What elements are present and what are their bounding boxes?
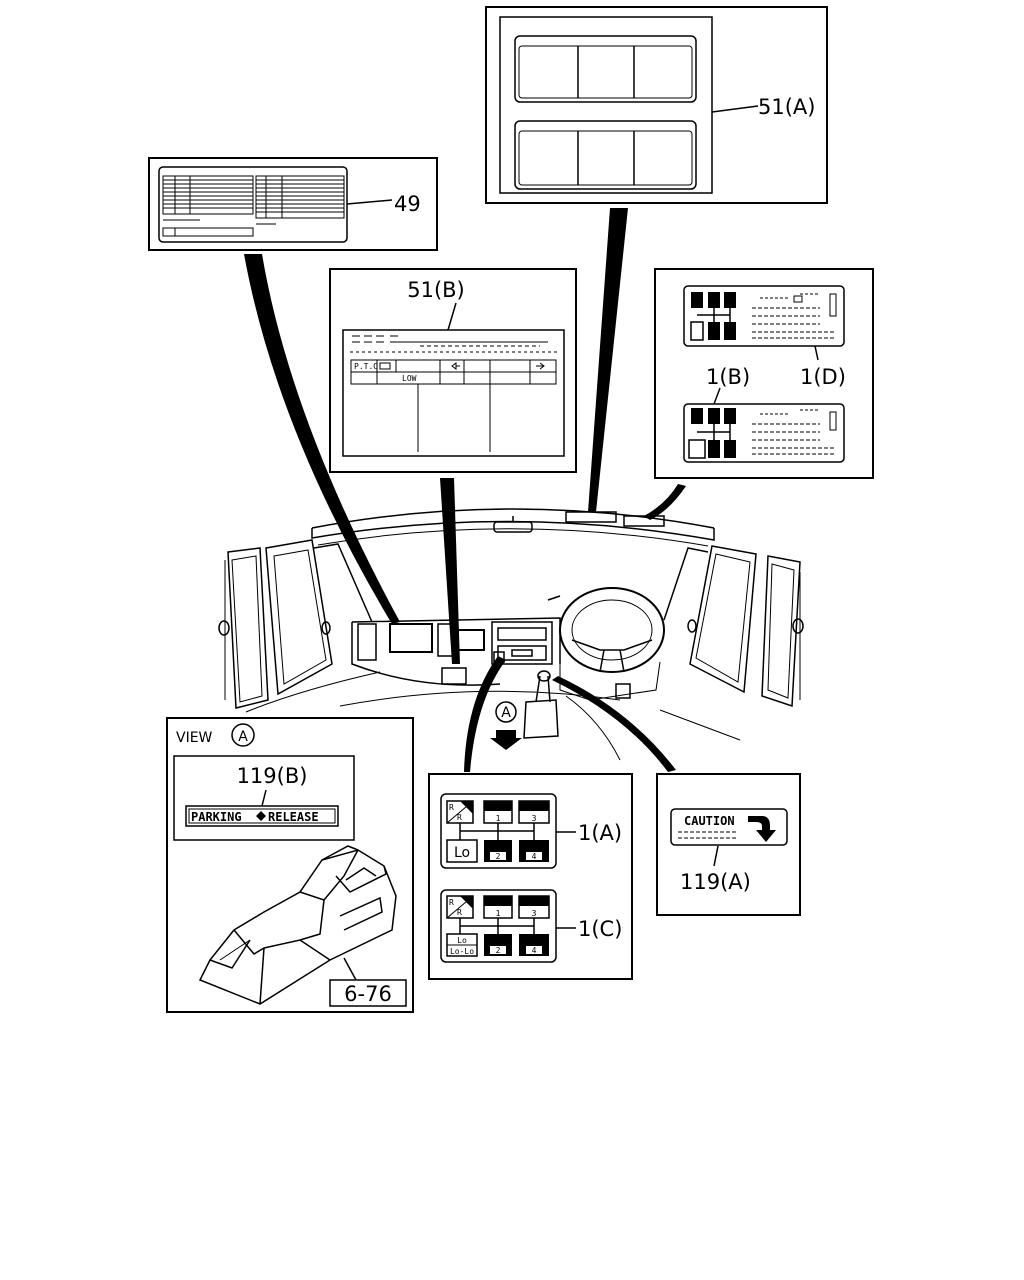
gear-3c-text: 3 bbox=[532, 909, 537, 918]
gear-1-text: 1 bbox=[496, 814, 501, 823]
center-console-illustration bbox=[198, 845, 397, 1005]
turn-arrow-icon bbox=[748, 816, 776, 842]
callout-1d: 1(D) bbox=[800, 365, 846, 389]
gear-plate-1a: R R 1 3 Lo 2 4 bbox=[446, 800, 550, 863]
gear-3-text: 3 bbox=[532, 814, 537, 823]
gear-1c-text: 1 bbox=[496, 909, 501, 918]
callout-51b: 51(B) bbox=[407, 278, 465, 302]
label-box-51a: 51(A) bbox=[485, 6, 828, 204]
r-text-4: R bbox=[457, 908, 462, 917]
lo-lo-text: Lo-Lo bbox=[450, 947, 474, 956]
r-text-2: R bbox=[457, 813, 462, 822]
view-label: VIEW bbox=[176, 730, 213, 746]
callout-51a: 51(A) bbox=[758, 95, 815, 119]
callout-1c: 1(C) bbox=[578, 917, 622, 941]
pto-text: P.T.O bbox=[354, 362, 378, 371]
lo-c-text: Lo bbox=[457, 936, 467, 945]
ref-page-label: 6-76 bbox=[344, 982, 392, 1006]
caution-text: CAUTION bbox=[684, 814, 735, 828]
gear-4c-text: 4 bbox=[532, 946, 537, 955]
callout-1b: 1(B) bbox=[706, 365, 750, 389]
label-box-1b-1d: 1(D) 1(B) bbox=[654, 268, 874, 479]
callout-49: 49 bbox=[394, 192, 421, 216]
callout-1a: 1(A) bbox=[578, 821, 622, 845]
low-text: LOW bbox=[402, 374, 417, 383]
label-box-49: 49 bbox=[148, 157, 438, 251]
view-a-box: VIEW A 119(B) PARKING RELEASE 6-76 bbox=[166, 717, 414, 1013]
view-letter: A bbox=[238, 729, 248, 745]
callout-119a: 119(A) bbox=[680, 870, 751, 894]
gear-4-text: 4 bbox=[532, 852, 537, 861]
callout-119b: 119(B) bbox=[237, 764, 308, 788]
view-marker: A bbox=[490, 701, 522, 750]
r-text-1: R bbox=[449, 803, 454, 812]
gear-2c-text: 2 bbox=[496, 946, 501, 955]
release-text: RELEASE bbox=[268, 810, 319, 824]
double-arrow-icon bbox=[256, 811, 266, 821]
parking-text: PARKING bbox=[191, 810, 242, 824]
lo-text: Lo bbox=[454, 845, 470, 861]
gear-2-text: 2 bbox=[496, 852, 501, 861]
label-box-1a-1c: R R 1 3 Lo 2 4 1(A) bbox=[428, 773, 633, 980]
r-text-3: R bbox=[449, 898, 454, 907]
view-marker-letter: A bbox=[501, 705, 511, 721]
label-box-119a: CAUTION 119(A) bbox=[656, 773, 801, 916]
gear-plate-1c: R R 1 3 Lo Lo-Lo 2 4 bbox=[446, 895, 550, 957]
label-box-51b: 51(B) P.T.O LOW bbox=[329, 268, 577, 473]
view-arrow-icon bbox=[490, 730, 522, 750]
